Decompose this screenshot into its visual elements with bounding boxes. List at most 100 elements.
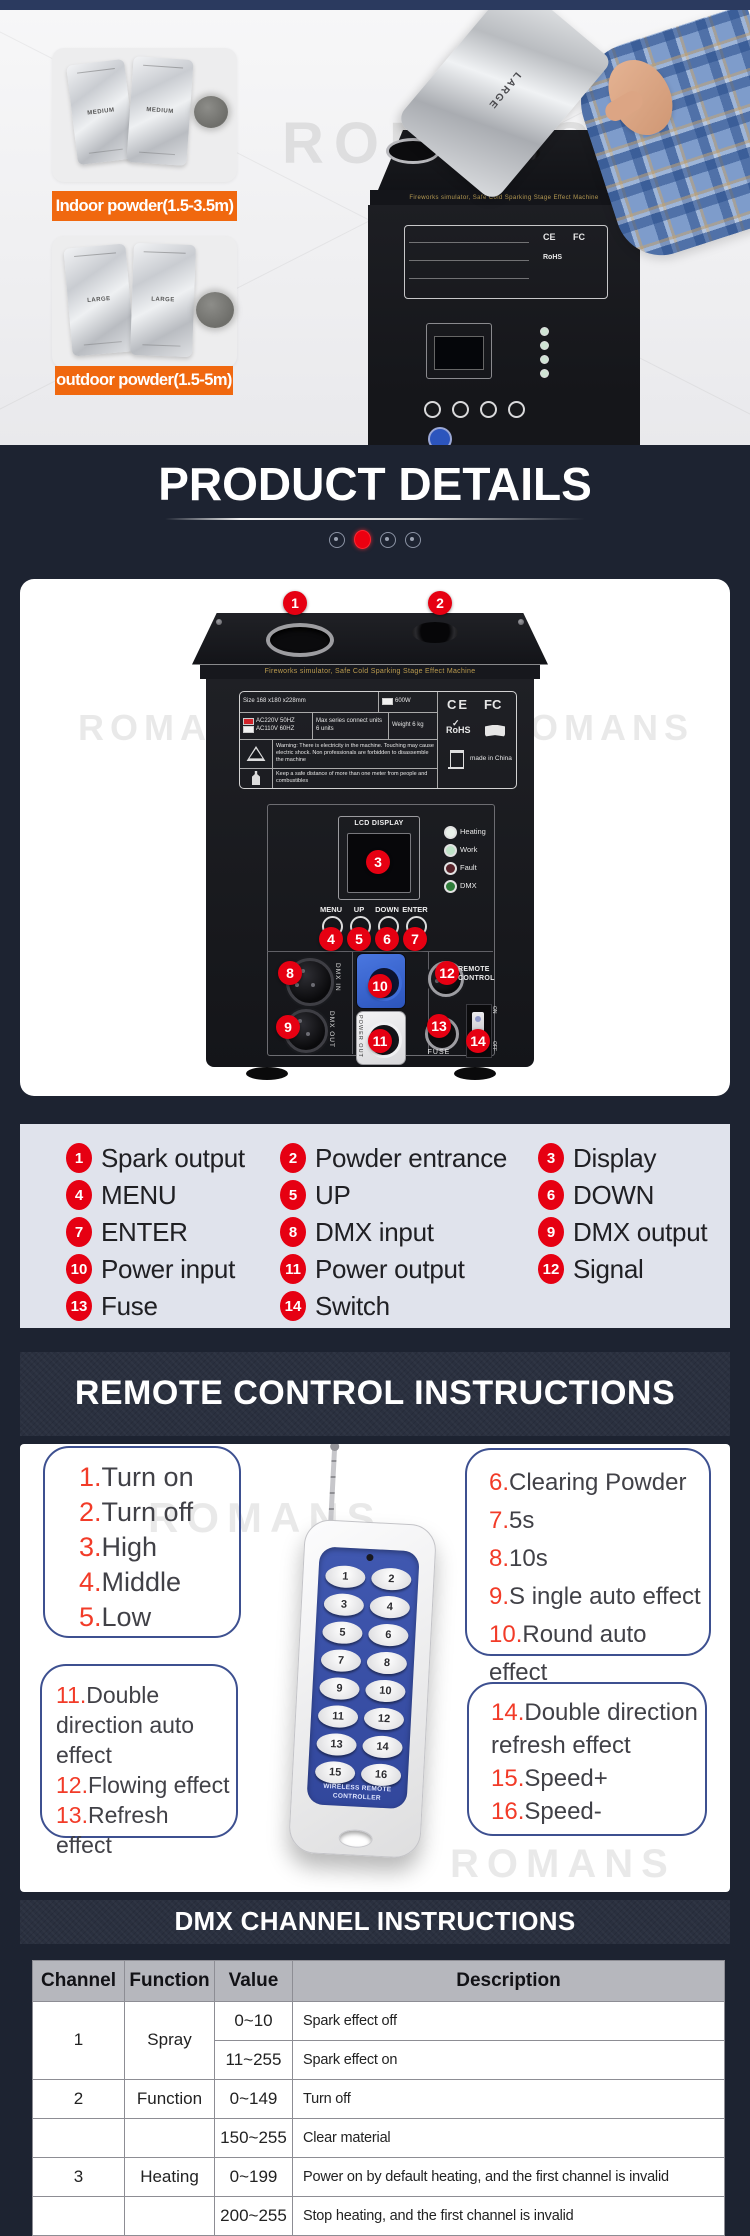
callout-4: 4	[319, 926, 343, 951]
item-text: Clearing Powder	[509, 1468, 687, 1496]
voltage-row: AC220V 50HZ	[243, 718, 295, 726]
powder-packet: MEDIUM	[66, 58, 136, 166]
legend-label: DOWN	[573, 1179, 655, 1210]
led-dot	[540, 327, 549, 336]
legend-label: DMX output	[573, 1216, 708, 1247]
panel-knob	[480, 401, 497, 418]
switch-on-label: ON	[491, 1005, 497, 1014]
spec-voltages: AC220V 50HZ AC110V 60HZ	[240, 713, 312, 739]
cell-value: 11~255	[214, 2039, 293, 2080]
xlr-pin	[301, 968, 305, 973]
remote-button-8: 8	[366, 1650, 408, 1675]
remote-function-item: 16.Speed-	[491, 1795, 701, 1828]
xlr-pin	[298, 1018, 302, 1023]
machine-slogan: Fireworks simulator, Safe Cold Sparking …	[409, 194, 599, 201]
fcc-mark: FC	[573, 232, 585, 242]
carousel-dot-1[interactable]	[329, 531, 345, 548]
fcc-mark: FC	[484, 696, 502, 712]
weee-bin-icon	[448, 749, 464, 769]
led-work	[444, 843, 457, 857]
item-num: 15.	[491, 1764, 525, 1792]
remote-function-item: 6.Clearing Powder	[489, 1464, 709, 1502]
remote-button-14: 14	[361, 1734, 404, 1759]
powder-packet: LARGE	[130, 242, 196, 358]
remote-function-item: 10.Round auto effect	[489, 1616, 709, 1692]
legend-label: Power output	[315, 1253, 465, 1284]
cell-value: 200~255	[214, 2195, 293, 2236]
remote-control-label: REMOTE CONTROL	[458, 965, 495, 982]
table-row: 200~255 Stop heating, and the first chan…	[32, 2195, 725, 2236]
machine-slogan-strip: Fireworks simulator, Safe Cold Sparking …	[370, 190, 638, 205]
indoor-powder-photo: MEDIUM MEDIUM	[52, 48, 237, 182]
remote-button-2: 2	[370, 1566, 412, 1591]
header-value: Value	[214, 1959, 293, 2002]
panel-knob	[424, 401, 441, 418]
carousel-dot-3[interactable]	[380, 531, 396, 548]
ce-mark: CE	[447, 696, 470, 712]
carousel-dot-4[interactable]	[405, 531, 421, 548]
item-num: 13.	[56, 1801, 88, 1828]
powder-entrance-hole	[412, 621, 458, 643]
callout-10: 10	[368, 973, 392, 998]
person-icon	[252, 771, 260, 786]
legend-num: 9	[538, 1217, 564, 1248]
spec-power: 600W	[378, 691, 437, 712]
carousel-dot-2-active[interactable]	[354, 530, 371, 550]
item-text: Double direction auto effect	[56, 1681, 195, 1768]
cell-channel: 3	[32, 2156, 125, 2197]
item-num: 14.	[491, 1698, 525, 1726]
down-button-label: DOWN	[375, 904, 399, 914]
cell-channel: 2	[32, 2078, 125, 2119]
remote-button-6: 6	[367, 1622, 409, 1647]
item-text: Middle	[101, 1566, 182, 1597]
legend-label: Powder entrance	[315, 1142, 508, 1173]
remote-function-item: 8.10s	[489, 1540, 709, 1578]
table-row: 1 Spray 0~10 Spark effect off	[32, 2000, 725, 2080]
header-channel: Channel	[32, 1959, 125, 2002]
legend-num: 11	[280, 1254, 306, 1285]
cell-channel: 1	[32, 2000, 125, 2080]
cell-value: 0~10	[214, 2000, 293, 2041]
legend-num: 4	[66, 1180, 92, 1211]
xlr-pin	[311, 982, 315, 987]
item-text: 10s	[509, 1544, 548, 1572]
spec-series: Max series connect units 6 units	[312, 712, 388, 739]
legend-num: 5	[280, 1180, 306, 1211]
item-num: 1.	[79, 1461, 102, 1492]
packet-size-label: LARGE	[151, 296, 175, 304]
remote-instructions-banner: REMOTE CONTROL INSTRUCTIONS	[20, 1351, 730, 1436]
item-text: Speed+	[524, 1764, 608, 1792]
legend-num: 12	[538, 1254, 564, 1285]
machine-slogan: Fireworks simulator, Safe Cold Sparking …	[264, 668, 476, 676]
remote-keypad: 1 2 3 4 5 6 7 8 9 10 11 12 13	[306, 1545, 420, 1809]
spec-safety: Keep a safe distance of more than one me…	[272, 768, 437, 788]
ce-mark: CE	[543, 232, 556, 242]
remote-button-10: 10	[364, 1678, 406, 1703]
item-num: 3.	[79, 1531, 102, 1562]
callout-5: 5	[347, 926, 371, 951]
warning-triangle-icon	[246, 746, 266, 761]
screw	[216, 618, 222, 625]
led-dmx-label: DMX	[460, 880, 477, 890]
cell-value: 0~199	[214, 2156, 293, 2197]
item-text: Refresh effect	[56, 1801, 169, 1858]
callout-1: 1	[283, 590, 307, 615]
plate-line	[409, 260, 529, 261]
panel-knob	[452, 401, 469, 418]
item-text: Speed-	[524, 1797, 602, 1825]
voltage-2: AC110V 60HZ	[256, 725, 295, 732]
item-num: 6.	[489, 1468, 510, 1496]
power-out-label: POWER OUT	[357, 1014, 363, 1058]
remote-function-item: 9.S ingle auto effect	[489, 1578, 709, 1616]
item-num: 7.	[489, 1506, 510, 1534]
remote-function-item: 7.5s	[489, 1502, 709, 1540]
table-row: 11~255 Spark effect on	[33, 2039, 725, 2080]
remote-button-1: 1	[324, 1564, 366, 1589]
